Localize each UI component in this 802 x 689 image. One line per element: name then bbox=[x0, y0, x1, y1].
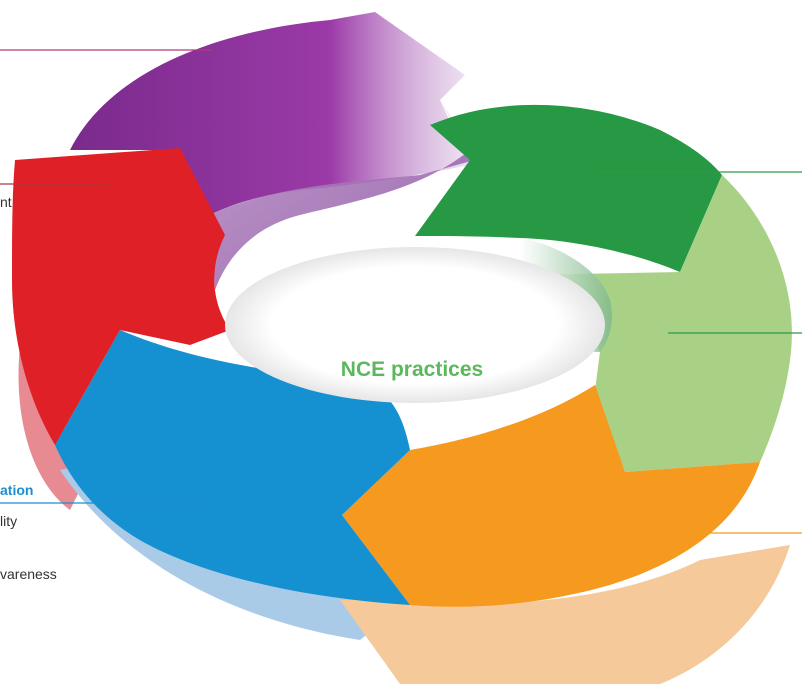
leader-lines bbox=[0, 49, 802, 534]
orange-segment bbox=[342, 385, 760, 607]
light-green-segment bbox=[520, 175, 792, 472]
blue-segment bbox=[55, 330, 410, 605]
purple-segment bbox=[70, 12, 470, 215]
purple-inner-face bbox=[210, 100, 475, 290]
red-segment bbox=[12, 148, 230, 445]
lower-orange-segment bbox=[340, 545, 790, 684]
main-ring bbox=[12, 12, 792, 607]
red-label-fragment: nt bbox=[0, 194, 12, 210]
center-label: NCE practices bbox=[340, 358, 484, 381]
blue-heading-fragment: ation bbox=[0, 482, 34, 498]
center-hole bbox=[225, 247, 605, 403]
dark-green-segment bbox=[415, 104, 722, 272]
blue-line2-fragment: vareness bbox=[0, 566, 57, 582]
blue-line1-fragment: lity bbox=[0, 513, 18, 529]
